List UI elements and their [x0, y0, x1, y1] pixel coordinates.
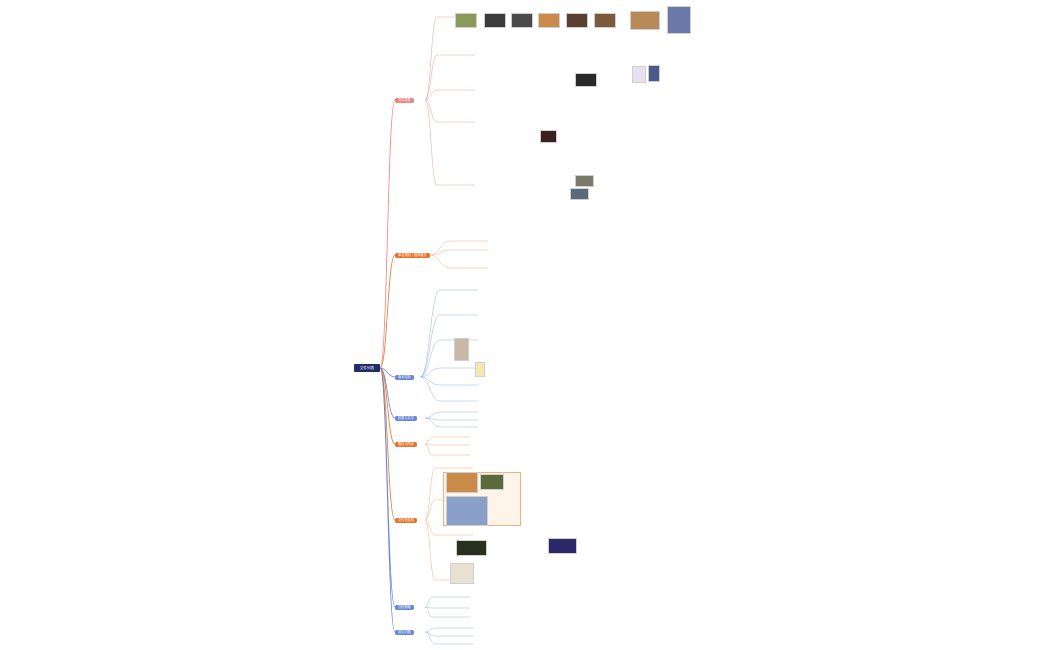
- branch-node-version[interactable]: 版本控制: [395, 374, 414, 380]
- connector-line: [419, 367, 441, 378]
- thumbnail-image: [667, 6, 691, 34]
- thumbnail-image: [548, 538, 577, 554]
- branch-node-naming[interactable]: 命名规则 / 推荐格式: [395, 252, 430, 258]
- thumbnail-image: [594, 13, 616, 28]
- connector-line: [424, 467, 436, 521]
- thumbnail-image: [484, 13, 506, 28]
- branch-node-faq[interactable]: 常见问题: [395, 629, 414, 635]
- connector-line: [429, 254, 451, 269]
- thumbnail-image: [540, 130, 557, 143]
- connector-line: [424, 631, 436, 645]
- thumbnail-image: [648, 65, 660, 82]
- thumbnail-image: [632, 66, 646, 83]
- connector-line: [424, 89, 438, 101]
- thumbnail-image: [450, 563, 474, 584]
- branch-node-folders[interactable]: 文件夹结构: [395, 517, 417, 523]
- thumbnail-image: [538, 13, 560, 28]
- connector-line: [419, 289, 441, 378]
- connector-line: [419, 376, 441, 386]
- connector-line: [424, 627, 436, 633]
- branch-node-archive[interactable]: 归档策略: [395, 604, 414, 610]
- connector-line: [424, 99, 438, 123]
- thumbnail-image: [446, 496, 488, 526]
- connector-line: [424, 417, 441, 428]
- connector-line: [424, 596, 433, 608]
- connector-line: [379, 367, 396, 633]
- thumbnail-image: [446, 472, 478, 493]
- connector-line: [424, 499, 436, 521]
- connector-line: [379, 99, 396, 369]
- thumbnail-image: [575, 175, 594, 187]
- connector-line: [379, 367, 396, 521]
- connector-line: [424, 54, 438, 101]
- connector-line: [424, 411, 441, 419]
- thumbnail-image: [570, 188, 589, 200]
- thumbnail-image: [455, 13, 477, 28]
- connector-line: [424, 519, 436, 581]
- connector-line: [424, 443, 433, 456]
- connector-line: [379, 254, 396, 369]
- connector-line: [379, 367, 396, 378]
- thumbnail-image: [480, 474, 504, 490]
- thumbnail-image: [475, 362, 485, 377]
- connector-line: [419, 376, 441, 402]
- connector-line: [379, 367, 396, 445]
- thumbnail-image: [511, 13, 533, 28]
- connector-line: [429, 240, 451, 256]
- thumbnail-image: [566, 13, 588, 28]
- branch-node-file-types[interactable]: 文件类型: [395, 97, 414, 103]
- thumbnail-image: [630, 11, 660, 30]
- branch-node-permissions[interactable]: 权限与共享: [395, 415, 417, 421]
- thumbnail-image: [456, 540, 487, 556]
- connector-line: [424, 99, 438, 186]
- connector-line: [419, 314, 441, 378]
- connector-line: [424, 606, 433, 618]
- connector-line: [424, 436, 433, 445]
- thumbnail-image: [575, 73, 597, 87]
- thumbnail-image: [454, 338, 469, 361]
- connector-line: [424, 519, 436, 536]
- branch-node-backup[interactable]: 备份与同步: [395, 441, 417, 447]
- connector-line: [424, 16, 438, 101]
- root-node[interactable]: 文件列表: [354, 364, 380, 372]
- connector-line: [429, 249, 451, 256]
